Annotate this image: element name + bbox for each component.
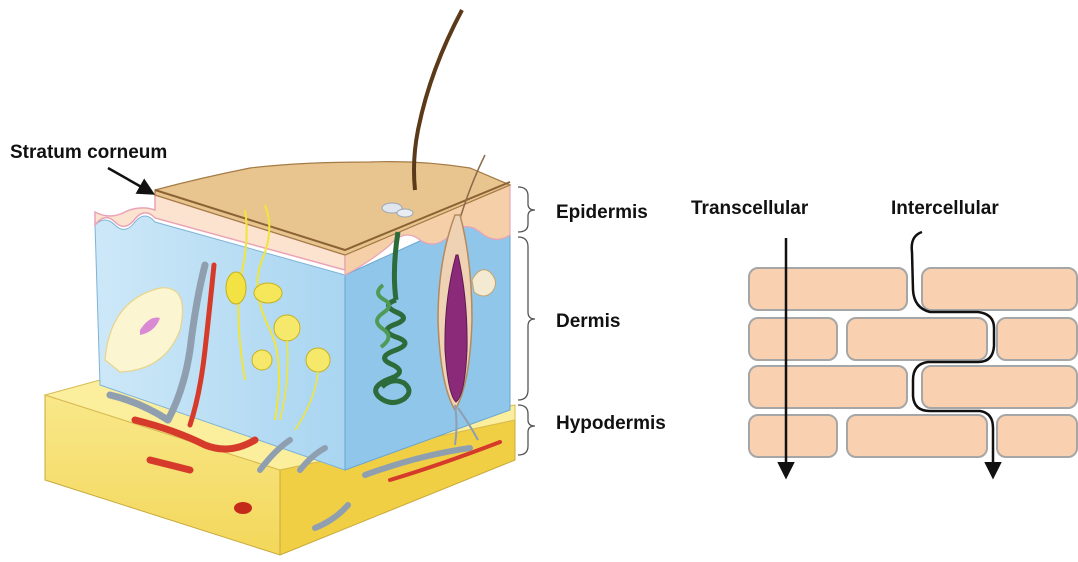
nerve-bulb bbox=[252, 350, 272, 370]
brick bbox=[749, 268, 907, 310]
brick bbox=[997, 415, 1077, 457]
stratum-corneum-arrow bbox=[108, 168, 152, 193]
brick bbox=[922, 268, 1077, 310]
brick bbox=[749, 318, 837, 360]
brick bbox=[749, 366, 907, 408]
hypodermis-label: Hypodermis bbox=[556, 413, 666, 434]
brick bbox=[922, 366, 1077, 408]
skin-flake bbox=[397, 209, 413, 217]
epidermis-bracket-icon bbox=[518, 187, 535, 232]
dermis-label: Dermis bbox=[556, 311, 620, 332]
free-nerve-ending bbox=[254, 283, 282, 303]
artery-cross-section bbox=[234, 502, 252, 514]
nerve-bulb bbox=[274, 315, 300, 341]
epidermis-label: Epidermis bbox=[556, 202, 648, 223]
dermis-bracket-icon bbox=[518, 237, 535, 400]
hypodermis-bracket-icon bbox=[518, 405, 535, 455]
intercellular-label: Intercellular bbox=[891, 198, 999, 219]
brick bbox=[847, 415, 987, 457]
layer-brackets: Epidermis Dermis Hypodermis bbox=[518, 187, 666, 455]
stratum-corneum-label: Stratum corneum bbox=[10, 142, 167, 163]
brick bbox=[997, 318, 1077, 360]
meissner-corpuscle bbox=[226, 272, 246, 304]
brick bbox=[749, 415, 837, 457]
stratum-corneum-callout: Stratum corneum bbox=[10, 142, 167, 193]
transcellular-label: Transcellular bbox=[691, 198, 809, 219]
skin-cross-section-illustration bbox=[45, 10, 515, 555]
brick bbox=[847, 318, 987, 360]
nerve-bulb bbox=[306, 348, 330, 372]
